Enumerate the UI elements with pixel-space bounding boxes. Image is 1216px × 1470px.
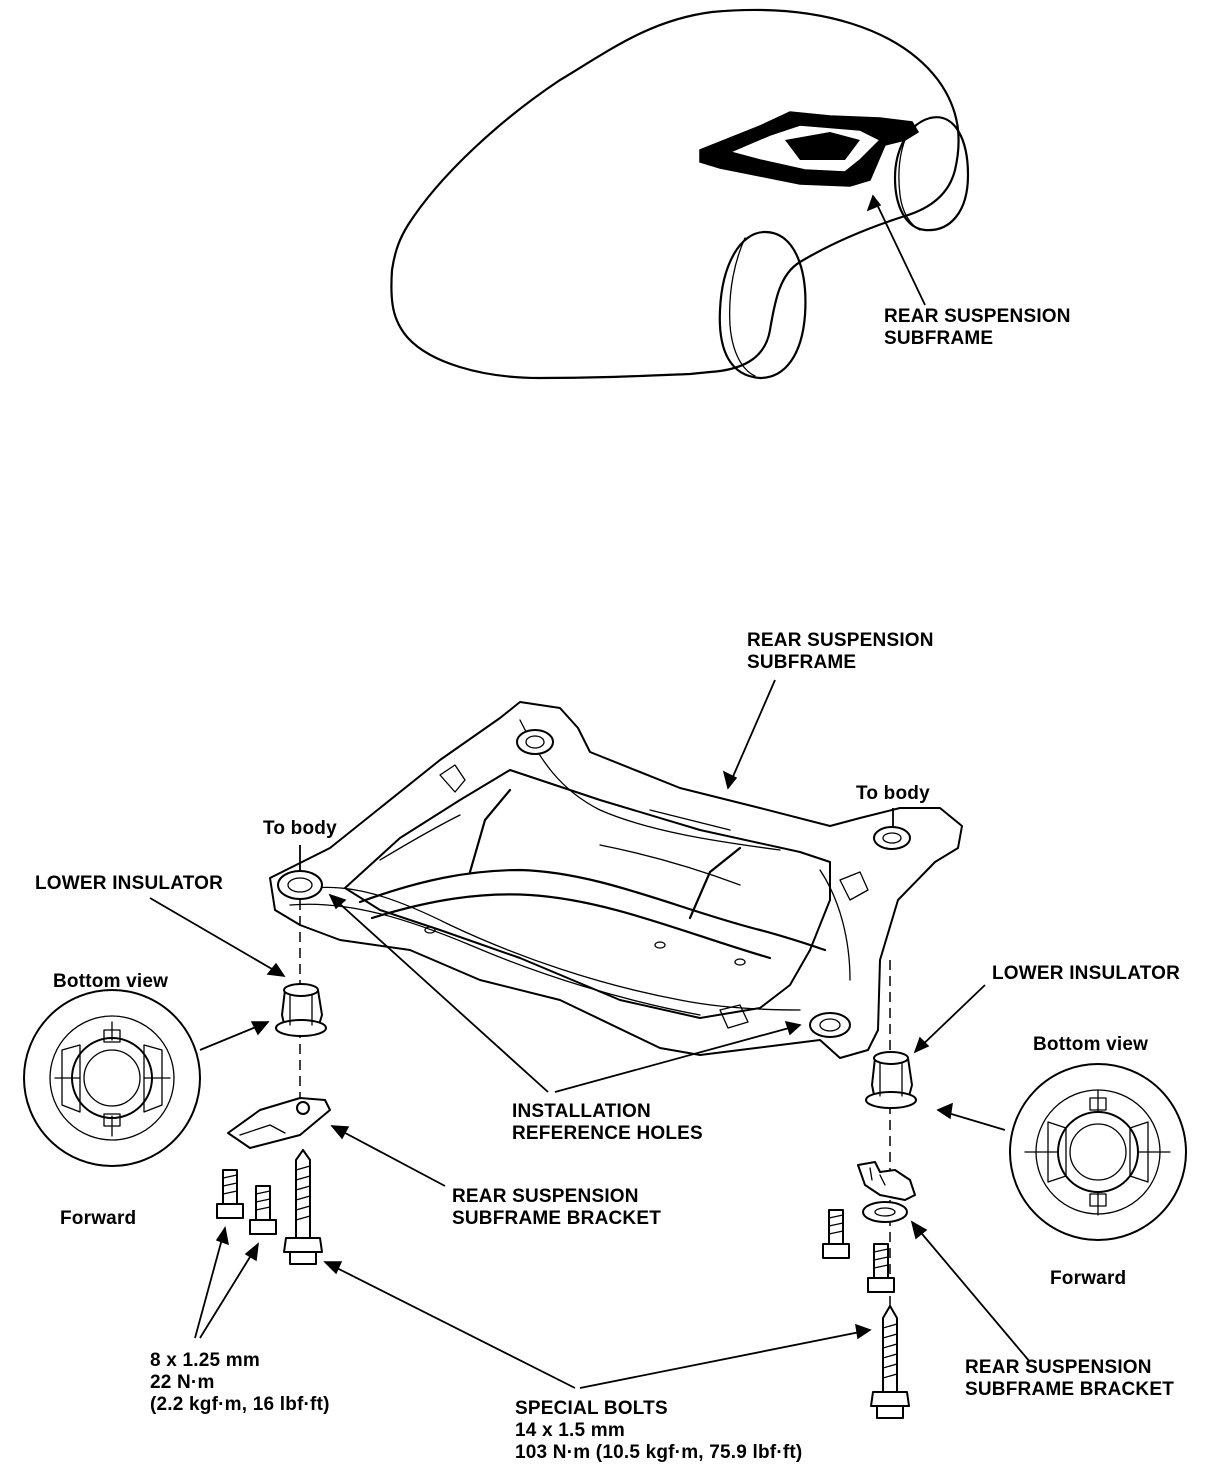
- subframe-assembly: [269, 701, 963, 1059]
- left-small-bolt-2: [249, 1185, 277, 1235]
- label-to-body-left: To body: [263, 818, 337, 839]
- left-special-bolt: [283, 1149, 323, 1265]
- label-forward-left: Forward: [60, 1208, 137, 1229]
- left-subframe-bracket: [227, 1097, 331, 1149]
- label-bottom-view-left: Bottom view: [53, 971, 169, 992]
- right-special-bolt: [870, 1305, 910, 1419]
- label-lower-insulator-right: LOWER INSULATOR: [992, 963, 1181, 984]
- car-silhouette: [390, 8, 970, 380]
- leader-top-subframe: [872, 195, 926, 306]
- label-to-body-right: To body: [856, 783, 930, 804]
- label-bottom-view-right: Bottom view: [1033, 1034, 1149, 1055]
- left-lower-insulator: [275, 983, 327, 1037]
- right-small-bolt-2: [867, 1243, 895, 1293]
- car-subframe-highlight: [699, 111, 920, 187]
- label-lower-insulator-left: LOWER INSULATOR: [35, 873, 224, 894]
- right-subframe-bracket: [857, 1161, 916, 1223]
- left-small-bolt-1: [216, 1169, 244, 1219]
- right-lower-insulator: [865, 1051, 917, 1109]
- right-small-bolt-1: [822, 1209, 850, 1259]
- left-bottom-view-diagram: [23, 989, 201, 1167]
- right-bottom-view-diagram: [1009, 1063, 1187, 1241]
- label-forward-right: Forward: [1050, 1268, 1127, 1289]
